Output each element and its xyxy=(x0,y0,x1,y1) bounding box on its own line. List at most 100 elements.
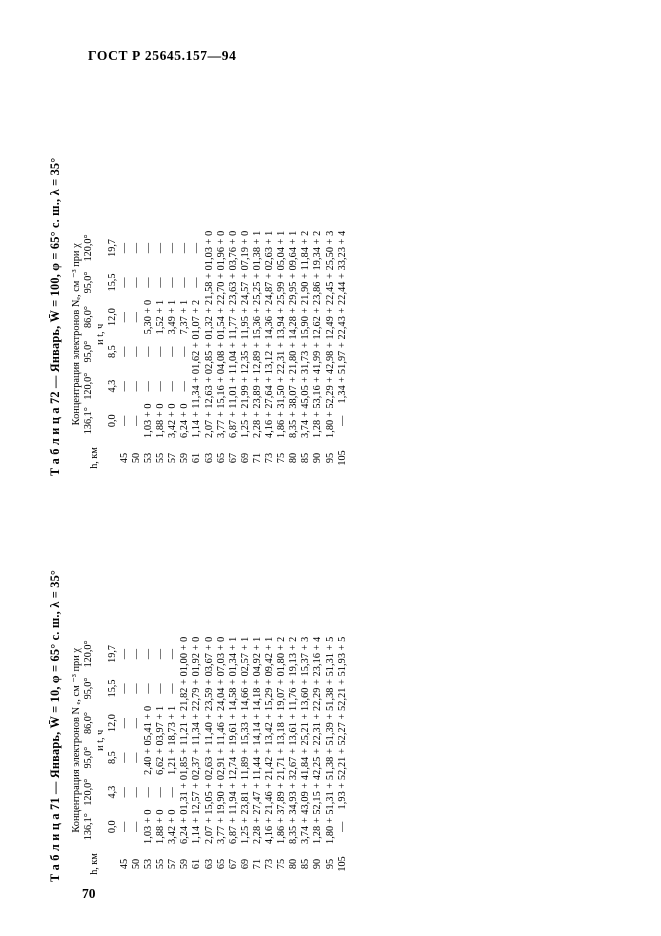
table-72-cell: 3,63 + 0 xyxy=(227,265,239,300)
table-72-cell: — xyxy=(131,415,143,426)
table-71-cell: 1,71 + 1 xyxy=(276,740,288,775)
table-71-cell: 1,31 + 0 xyxy=(179,774,191,810)
table-72-cell: 5,50 + 3 xyxy=(324,230,336,266)
table-72-h-value: 80 xyxy=(288,452,300,464)
table-72-cell: 4,16 + 2 xyxy=(264,403,276,438)
table-71-h-value: 57 xyxy=(167,858,179,870)
table-71-cell: 2,31 + 2 xyxy=(312,705,324,741)
table-71-cell: 9,13 + 2 xyxy=(288,636,300,672)
table-71-cell: 1,38 + 5 xyxy=(324,740,336,775)
table-71-h-value: 67 xyxy=(227,858,239,870)
table-71-cell: 2,79 + 0 xyxy=(191,671,203,706)
table-71-t-0: 0,0 xyxy=(106,820,118,834)
table-72-head: h, км Концентрация электронов Nₑ, см ⁻³ … xyxy=(70,231,118,478)
table-71-h-value: 80 xyxy=(288,858,300,870)
table-71-chi-3: 86,0° xyxy=(82,712,94,734)
table-72-cell: — xyxy=(155,381,167,392)
table-72-cell: 6,87 + 1 xyxy=(227,403,239,438)
table-72-cell: 1,86 + 3 xyxy=(276,403,288,438)
table-72-cell: 5,05 + 3 xyxy=(300,368,312,404)
table-71-cell: — xyxy=(131,683,143,694)
table-72-cell: 6,24 + 0 xyxy=(179,403,191,438)
table-72-cell: 1,90 + 1 xyxy=(300,265,312,300)
table-71-cell: 7,47 + 1 xyxy=(251,774,263,810)
table-71-cell: 1,76 + 1 xyxy=(288,671,300,706)
table-72-cell: — xyxy=(143,381,155,392)
table-72-cell: 3,49 + 1 xyxy=(167,299,179,335)
table-72-cell: — xyxy=(179,346,191,357)
table-71-cell: — xyxy=(143,787,155,798)
table-71-chi-0: 136,1° xyxy=(82,813,94,841)
table-71-t-2: 8,5 xyxy=(106,751,118,764)
table-71-cell: 1,34 + 1 xyxy=(227,636,239,672)
table-72-cell: 5,25 + 0 xyxy=(251,265,263,300)
table-71-cell: 1,31 + 5 xyxy=(324,636,336,672)
table-71-cell: — xyxy=(118,752,130,763)
table-71-cell: 6,87 + 1 xyxy=(227,809,239,844)
table-71-h-value: 69 xyxy=(239,858,251,870)
table-72-h-header: h, км xyxy=(88,447,100,469)
table-72-cell: 1,04 + 1 xyxy=(227,334,239,369)
table-72-h-value: 90 xyxy=(312,452,324,464)
table-72-cell: 3,23 + 4 xyxy=(336,230,348,266)
table-72-cell: 1,80 + 1 xyxy=(288,334,300,369)
table-71-cell: — xyxy=(131,717,143,729)
table-71: h, км Концентрация электронов N ₑ, см ⁻³… xyxy=(70,637,348,884)
table-72-h-value: 65 xyxy=(215,452,227,464)
table-71-h-value: 95 xyxy=(324,858,336,870)
table-72-h-value: 73 xyxy=(264,452,276,464)
table-71-cell: 1,89 + 1 xyxy=(239,740,251,775)
table-71-cell: 6,62 + 0 xyxy=(155,740,167,775)
table-72-cell: 5,36 + 2 xyxy=(251,299,263,335)
table-71-cell: 3,42 + 1 xyxy=(264,705,276,741)
table-72-cell: 1,73 + 1 xyxy=(300,334,312,369)
table-72-cell: 5,99 + 0 xyxy=(276,265,288,300)
table-71-cell: 9,61 + 1 xyxy=(227,705,239,741)
table-72-cell: 5,90 + 2 xyxy=(300,299,312,335)
table-71-cell: 1,31 + 5 xyxy=(324,774,336,810)
table-71-cell: — xyxy=(118,787,130,798)
table-72-cell: — xyxy=(179,381,191,392)
table-72-cell: 1,34 + 0 xyxy=(191,368,203,404)
table-72-cell: — xyxy=(167,277,179,288)
table-72-caption: Т а б л и ц а 72 — Январь, W̄ = 100, φ =… xyxy=(48,157,62,476)
table-71-cell: 3,97 + 1 xyxy=(155,705,167,741)
table-71-cell: — xyxy=(167,787,179,798)
table-72-cell: 3,86 + 1 xyxy=(312,265,324,300)
table-72-chi-1: 120,0° xyxy=(82,372,94,400)
table-72-cell: — xyxy=(179,242,191,254)
table-72-cell: 2,29 + 4 xyxy=(324,368,336,404)
table-71-cell: 8,35 + 3 xyxy=(288,809,300,844)
table-72-cell: — xyxy=(336,415,348,426)
table-72-cell: 1,32 + 2 xyxy=(203,299,215,335)
table-72-cell: 3,74 + 4 xyxy=(300,403,312,438)
table-71-cell: 4,92 + 1 xyxy=(251,636,263,672)
table-72-h-value: 71 xyxy=(251,452,263,464)
table-72-cell: 5,30 + 0 xyxy=(143,299,155,335)
table-72-cell: 2,35 + 1 xyxy=(239,334,251,369)
table-72-cell: 2,63 + 0 xyxy=(203,368,215,404)
table-71-cell: 4,04 + 0 xyxy=(215,671,227,706)
table-71-cell: 3,18 + 1 xyxy=(276,705,288,741)
table-71-cell: 2,27 + 5 xyxy=(336,705,348,741)
table-72-t-0: 0,0 xyxy=(106,414,118,428)
table-71-h-value: 75 xyxy=(276,858,288,870)
table-71-cell: 4,58 + 0 xyxy=(227,671,239,706)
table-72-cell: 1,34 + 5 xyxy=(336,368,348,404)
table-72-h-value: 75 xyxy=(276,452,288,464)
table-71-cell: — xyxy=(167,648,179,660)
table-72-cell: 7,37 + 1 xyxy=(179,299,191,335)
table-71-h-value: 61 xyxy=(191,858,203,870)
